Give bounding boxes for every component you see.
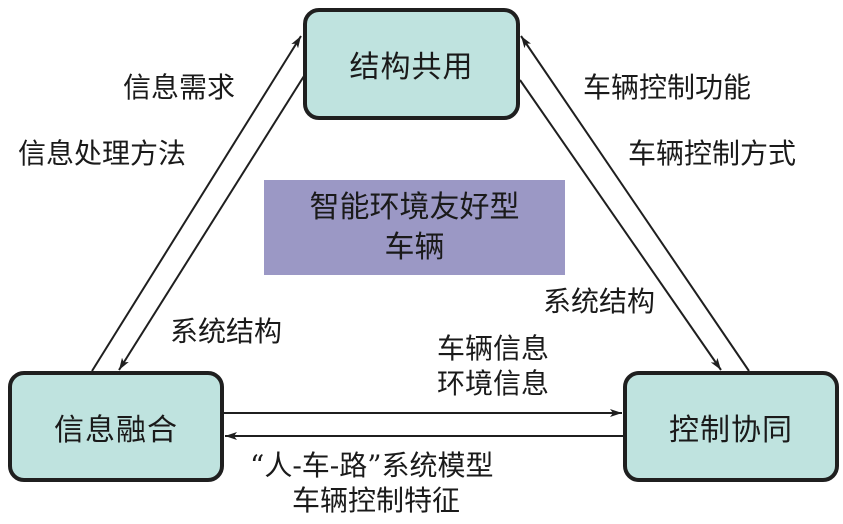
label-system-structure-left: 系统结构 bbox=[170, 315, 283, 348]
label-vehicle-info: 车辆信息 bbox=[437, 332, 550, 365]
arrow-structure-to-info bbox=[118, 75, 305, 371]
label-human-vehicle-road-model: “人-车-路”系统模型 bbox=[250, 449, 494, 482]
label-info-demand: 信息需求 bbox=[123, 71, 236, 104]
node-structure-sharing-label: 结构共用 bbox=[349, 50, 474, 85]
node-information-fusion: 信息融合 bbox=[8, 371, 224, 482]
center-line-2: 车辆 bbox=[384, 229, 445, 265]
label-vehicle-control-mode: 车辆控制方式 bbox=[628, 137, 797, 170]
label-environment-info: 环境信息 bbox=[437, 367, 550, 400]
label-vehicle-control-function: 车辆控制功能 bbox=[583, 71, 752, 104]
arrow-structure-to-control bbox=[519, 79, 722, 371]
node-control-coordination: 控制协同 bbox=[623, 371, 839, 482]
label-info-processing-method: 信息处理方法 bbox=[18, 137, 187, 170]
label-system-structure-right: 系统结构 bbox=[543, 285, 656, 318]
arrow-control-to-structure bbox=[520, 35, 750, 372]
arrow-info-to-structure bbox=[91, 35, 302, 372]
center-concept-box: 智能环境友好型 车辆 bbox=[264, 180, 565, 275]
label-vehicle-control-features: 车辆控制特征 bbox=[292, 484, 461, 517]
node-information-fusion-label: 信息融合 bbox=[54, 412, 178, 448]
center-line-1: 智能环境友好型 bbox=[309, 189, 520, 225]
node-structure-sharing: 结构共用 bbox=[303, 8, 520, 120]
node-control-coordination-label: 控制协同 bbox=[669, 412, 793, 448]
